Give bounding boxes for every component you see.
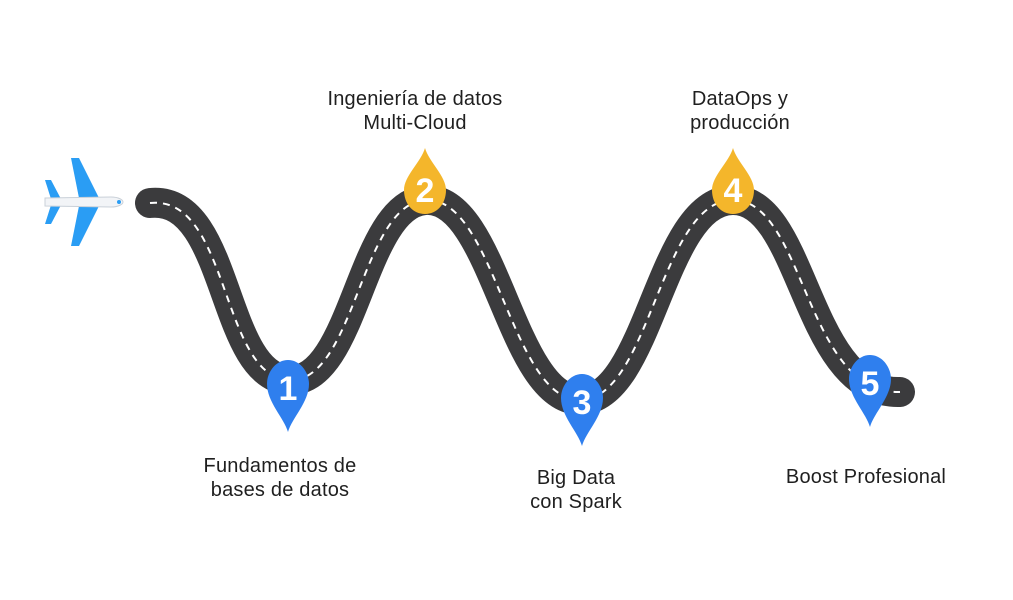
milestone-label-1: Fundamentos de bases de datos <box>180 454 380 502</box>
milestone-pin-1: 1 <box>267 360 309 432</box>
map-pin-icon <box>404 148 446 214</box>
map-pin-icon <box>849 355 891 427</box>
milestone-number: 4 <box>724 172 743 210</box>
milestone-label-line: con Spark <box>530 491 622 513</box>
road <box>135 184 915 416</box>
milestone-label-line: Boost Profesional <box>785 466 947 488</box>
airplane-tail-bottom <box>45 205 61 224</box>
milestone-number: 2 <box>416 172 435 210</box>
airplane-wing-bottom <box>71 206 99 246</box>
milestone-label-line: Ingeniería de datos <box>327 88 503 110</box>
airplane-tail-top <box>45 180 61 199</box>
milestone-label-line: producción <box>690 112 790 134</box>
milestone-label-3: Big Data con Spark <box>496 466 656 514</box>
milestone-label-line: Big Data <box>536 467 616 489</box>
milestone-pin-5: 5 <box>849 355 891 427</box>
map-pin-icon <box>712 148 754 214</box>
road-center-line <box>149 198 901 402</box>
airplane-nose <box>117 200 121 204</box>
milestone-label-2: Ingeniería de datos Multi-Cloud <box>300 87 530 135</box>
milestone-pin-3: 3 <box>561 374 603 446</box>
map-pin-icon <box>267 360 309 432</box>
milestone-label-5: Boost Profesional <box>766 465 966 489</box>
milestone-pins: 1 2 3 4 5 <box>267 148 891 446</box>
milestone-label-line: DataOps y <box>691 88 789 110</box>
milestone-pin-2: 2 <box>404 148 446 214</box>
road-surface <box>135 184 915 416</box>
milestone-label-4: DataOps y producción <box>650 87 830 135</box>
milestone-number: 3 <box>573 384 592 422</box>
airplane-icon <box>44 158 124 246</box>
milestone-number: 5 <box>861 365 880 403</box>
milestone-label-line: bases de datos <box>210 479 350 501</box>
map-pin-icon <box>561 374 603 446</box>
airplane-fuselage <box>44 196 124 208</box>
milestone-number: 1 <box>279 370 298 408</box>
milestone-label-line: Fundamentos de <box>203 455 357 477</box>
milestone-pin-4: 4 <box>712 148 754 214</box>
milestone-label-line: Multi-Cloud <box>363 112 467 134</box>
airplane-wing-top <box>71 158 99 198</box>
